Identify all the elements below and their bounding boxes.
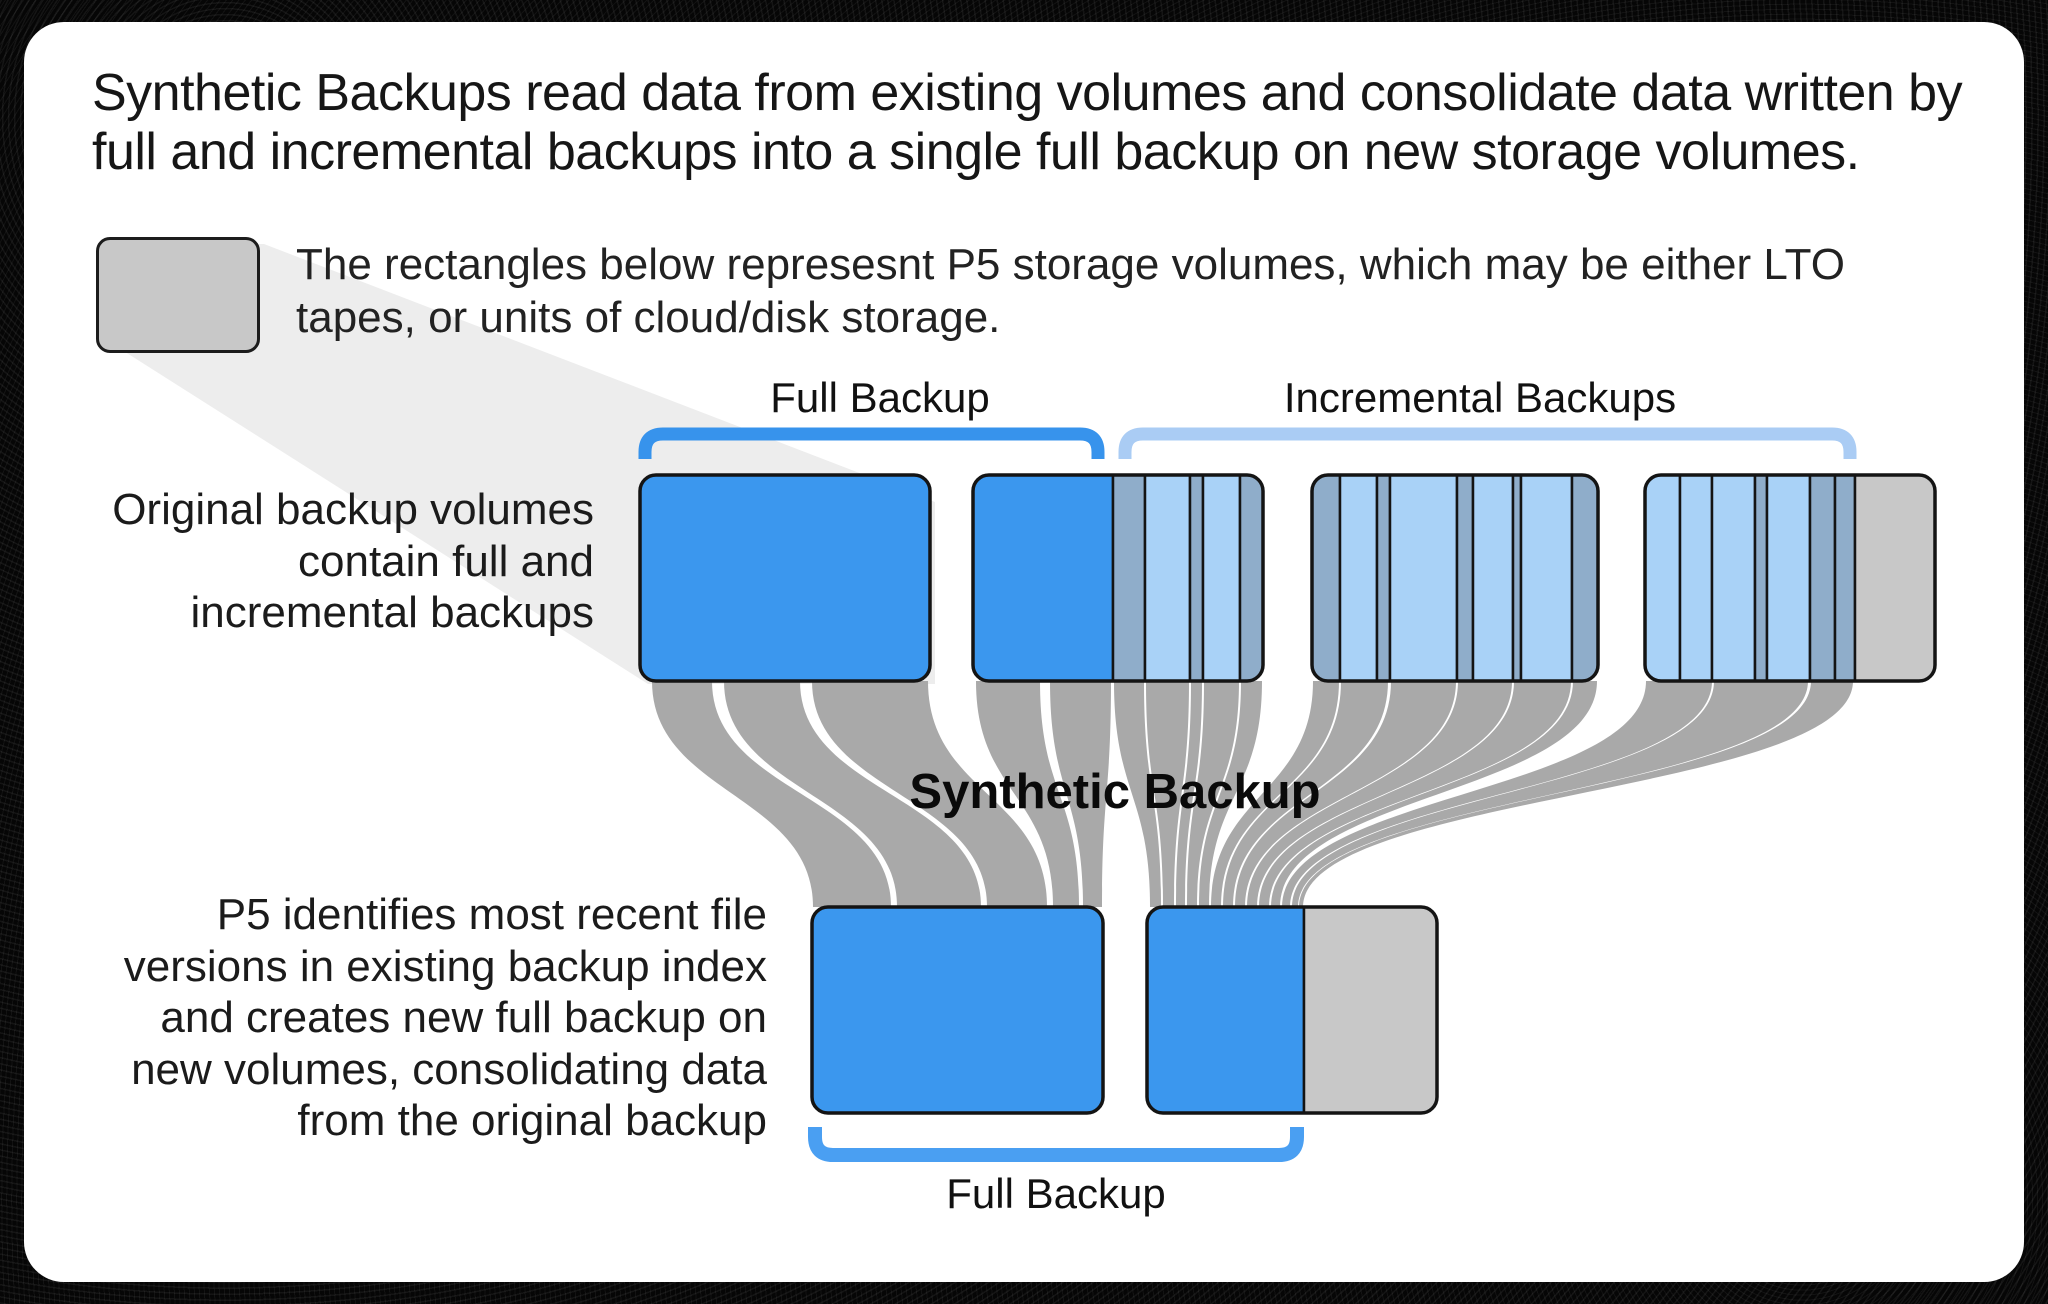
diagram-title: Synthetic Backups read data from existin…: [92, 64, 1963, 182]
backup-data-stream: [652, 681, 891, 907]
full-backup-bottom-bracket: [808, 1127, 1304, 1162]
title-line-1: Synthetic Backups read data from existin…: [92, 64, 1963, 122]
new-full-volume-2-outline: [1145, 905, 1439, 1115]
volume-segment-lb: [1645, 475, 1682, 681]
incremental-backups-label: Incremental Backups: [1283, 374, 1677, 421]
volume-segment-gb: [1188, 475, 1205, 681]
backup-data-stream: [1259, 681, 1571, 907]
original-full-volume-1-outline: [638, 473, 932, 683]
backup-data-stream: [1176, 681, 1202, 907]
caption-line: P5 identifies most recent file: [216, 890, 767, 939]
full-backup-top-bracket: [638, 427, 1105, 459]
caption-line: and creates new full backup on: [160, 993, 767, 1042]
storage-volumes-layer: [638, 473, 1937, 1115]
backup-data-stream: [1223, 681, 1388, 907]
synthetic-process-caption: P5 identifies most recent file versions …: [95, 889, 767, 1147]
backup-data-stream: [812, 681, 1047, 907]
backup-data-stream: [1292, 681, 1808, 907]
volume-segment-gb: [1753, 475, 1769, 681]
volume-segment-gb: [1833, 475, 1857, 681]
volume-segment-blue: [973, 475, 1115, 681]
brackets-layer: [638, 427, 1857, 1162]
backup-data-stream: [1050, 681, 1111, 907]
volume-legend-swatch: [96, 237, 260, 353]
volume-segment-lb: [1519, 475, 1574, 681]
incremental-volume-4: [1645, 475, 1935, 681]
original-volumes-caption: Original backup volumes contain full and…: [60, 484, 594, 639]
volume-segment-gb: [1312, 475, 1342, 681]
caption-line: versions in existing backup index: [123, 941, 767, 991]
new-full-volume-1-outline: [810, 905, 1105, 1115]
volume-segment-gb: [1455, 475, 1475, 681]
caption-line: new volumes, consolidating data: [131, 1044, 767, 1094]
data-streams-layer: [652, 681, 1853, 907]
volume-segment-lb: [1678, 475, 1714, 681]
volume-segment-lb: [1388, 475, 1459, 681]
volume-segment-lb: [1143, 475, 1192, 681]
volume-segment-gray: [1853, 475, 1935, 681]
volume-segment-lb: [1471, 475, 1515, 681]
full-backup-bottom-label: Full Backup: [946, 1170, 1166, 1217]
caption-line: incremental backups: [190, 588, 594, 637]
backup-data-stream: [1271, 681, 1597, 907]
legend-note-line-1: The rectangles below represesnt P5 stora…: [296, 240, 1845, 289]
original-full-incremental-volume-2-outline: [971, 473, 1265, 683]
title-line-2: full and incremental backups into a sing…: [92, 123, 1860, 181]
backup-data-stream: [1235, 681, 1456, 907]
backup-data-stream: [1146, 681, 1189, 907]
incremental-backups-bracket: [1118, 427, 1857, 459]
backup-data-stream: [1282, 681, 1712, 907]
volume-segment-gb: [1238, 475, 1263, 681]
caption-line: contain full and: [298, 536, 594, 586]
volume-segment-lb: [1765, 475, 1812, 681]
volume-segment-gb: [1111, 475, 1147, 681]
full-backup-top-label: Full Backup: [770, 374, 990, 421]
volume-segment-gb: [1570, 475, 1598, 681]
volume-segment-blue: [640, 475, 930, 681]
caption-line: Original backup volumes: [112, 485, 594, 534]
backup-data-stream: [1247, 681, 1512, 907]
volume-segment-gray: [1302, 907, 1437, 1113]
volume-segment-lb: [1201, 475, 1242, 681]
backup-data-stream: [1199, 681, 1262, 907]
backup-data-stream: [1299, 681, 1853, 907]
incremental-volume-3-outline: [1310, 473, 1600, 683]
volume-segment-lb: [1710, 475, 1757, 681]
volume-segment-blue: [1147, 907, 1306, 1113]
incremental-volume-3: [1312, 475, 1598, 681]
caption-line: from the original backup: [297, 1096, 767, 1145]
incremental-volume-4-outline: [1643, 473, 1937, 683]
synthetic-backup-label: Synthetic Backup: [909, 765, 1321, 819]
backup-data-stream: [724, 681, 981, 907]
new-full-volume-1: [812, 907, 1103, 1113]
original-full-volume-1: [640, 475, 930, 681]
original-full-incremental-volume-2: [973, 475, 1263, 681]
backup-data-stream: [976, 681, 1079, 907]
new-full-volume-2: [1147, 907, 1437, 1113]
volume-segment-gb: [1375, 475, 1392, 681]
volume-segment-blue: [812, 907, 1103, 1113]
backup-data-stream: [1114, 681, 1161, 907]
legend-note-line-2: tapes, or units of cloud/disk storage.: [296, 293, 1001, 342]
backup-data-stream: [1187, 681, 1239, 907]
legend-note: The rectangles below represesnt P5 stora…: [296, 238, 1845, 344]
volume-segment-lb: [1338, 475, 1379, 681]
volume-segment-gb: [1808, 475, 1837, 681]
backup-data-stream: [1211, 681, 1339, 907]
